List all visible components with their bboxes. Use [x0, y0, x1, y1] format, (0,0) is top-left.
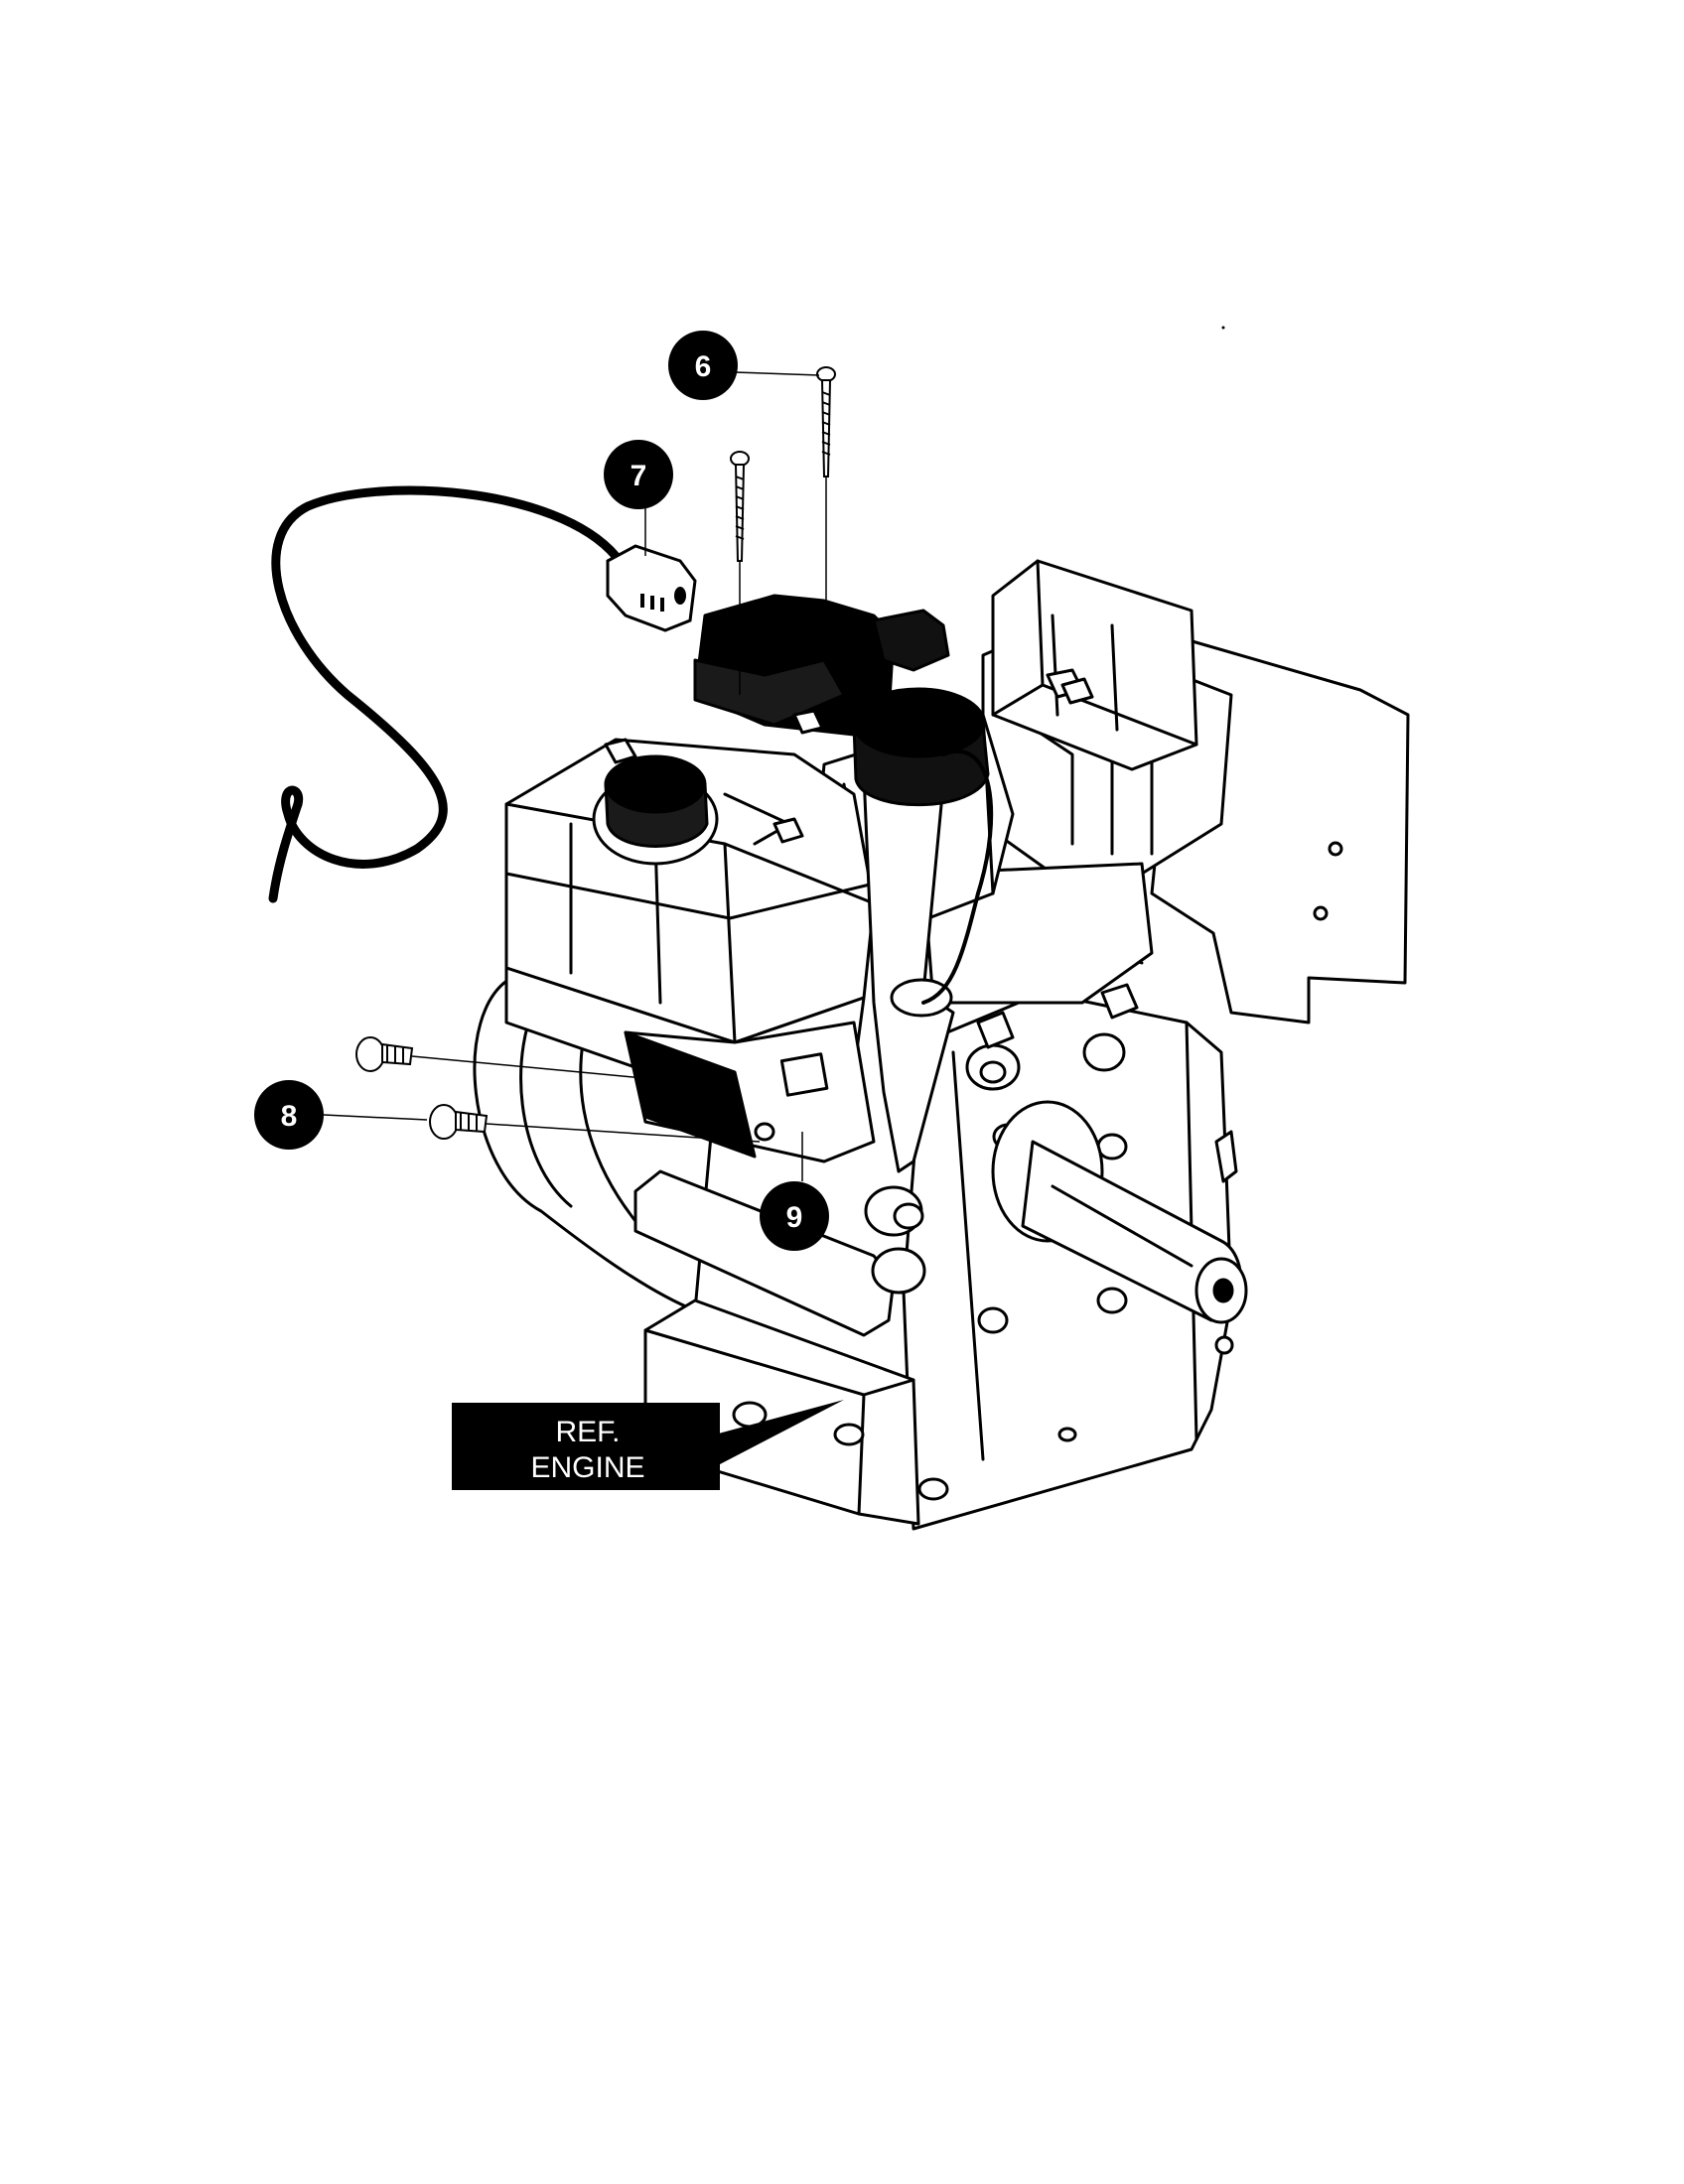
callout-circle	[254, 1080, 324, 1150]
plate-hole	[1328, 841, 1343, 857]
callout-circle	[760, 1181, 829, 1251]
leader-line	[323, 1114, 428, 1121]
screw-head	[355, 1036, 385, 1072]
cord-cable	[271, 485, 621, 869]
ref-box	[452, 1403, 720, 1490]
engine-illustration	[473, 559, 1410, 1531]
ref-line1: REF.	[555, 1416, 620, 1448]
plate-hole	[1313, 905, 1329, 921]
callout-circle	[604, 440, 673, 509]
ref-engine-label: REF. ENGINE	[452, 1400, 844, 1490]
base-hole	[833, 1423, 865, 1446]
ref-pointer	[715, 1400, 844, 1464]
callout-label: 8	[281, 1100, 298, 1133]
screw-head	[816, 366, 836, 382]
callout-7: 8	[254, 1080, 428, 1150]
callout-9: 7	[604, 440, 673, 556]
callout-label: 7	[631, 460, 647, 492]
leader-line	[734, 371, 820, 376]
screw-head	[730, 451, 750, 467]
screws-7	[355, 1036, 761, 1143]
ref-line2: ENGINE	[530, 1451, 644, 1484]
callout-label: 9	[786, 1201, 803, 1234]
callout-6: 9	[760, 1132, 829, 1251]
screws-8	[730, 366, 836, 695]
dipstick-tube	[862, 772, 955, 1173]
callout-circle	[668, 331, 738, 400]
extension-cord	[268, 485, 697, 903]
cord-plug	[606, 544, 697, 632]
callout-label: 6	[695, 350, 712, 383]
lower-bracket	[633, 1169, 896, 1337]
screw-head	[429, 1104, 459, 1140]
callout-8: 6	[668, 331, 820, 400]
